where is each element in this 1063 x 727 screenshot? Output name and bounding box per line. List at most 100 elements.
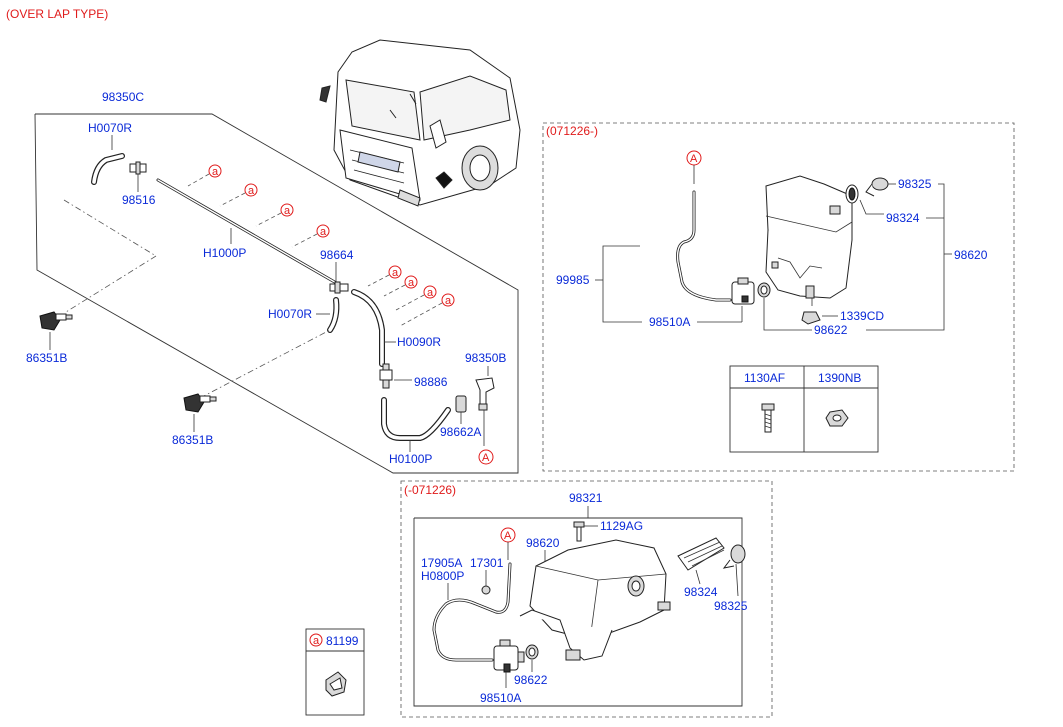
label-99985: 99985: [556, 273, 590, 287]
label-17301: 17301: [470, 556, 504, 570]
period-box-lower: [400, 480, 773, 718]
label-86351b-2: 86351B: [172, 433, 213, 447]
svg-text:A: A: [482, 452, 490, 464]
washer-nozzle-86351b-2: [183, 393, 217, 413]
legend-part-81199: 81199: [326, 634, 359, 648]
connector-98516: [129, 161, 147, 175]
leader-98324-lower: [695, 569, 701, 585]
cap-98325-upper: [865, 177, 889, 197]
label-1339cd: 1339CD: [840, 309, 884, 323]
legend-box: a 81199: [305, 628, 365, 716]
filler-neck-98324-upper: [845, 184, 859, 204]
label-98321: 98321: [569, 491, 603, 505]
label-h0070r-top: H0070R: [88, 121, 132, 135]
check-valve-98886: [379, 363, 393, 389]
svg-text:a: a: [248, 185, 255, 197]
svg-text:a: a: [445, 295, 452, 307]
period-upper: (071226-): [546, 124, 598, 138]
filler-neck-98324-lower: [677, 537, 725, 571]
label-86351b-1: 86351B: [26, 351, 67, 365]
legend-mark: a: [313, 635, 320, 647]
label-98664: 98664: [320, 248, 354, 262]
group-frame-98321: [413, 517, 743, 707]
label-98516: 98516: [122, 193, 156, 207]
label-98886: 98886: [414, 375, 448, 389]
clip-mark-group-2: a a a a: [367, 265, 455, 327]
vehicle-illustration: [319, 39, 521, 207]
centerline-1: [63, 199, 157, 257]
svg-text:a: a: [392, 267, 399, 279]
svg-text:a: a: [320, 226, 327, 238]
bracket-99985: [602, 245, 642, 323]
leader-98324-upper: [859, 199, 884, 215]
connector-mark-a-left: A: [478, 449, 494, 465]
label-98622-upper: 98622: [814, 323, 848, 337]
grommet-98622-lower: [525, 644, 539, 660]
connector-mark-a-lower: A: [500, 527, 516, 543]
group-frame-98350c: [34, 113, 519, 474]
svg-text:A: A: [690, 153, 698, 165]
bolt-1130af: [761, 403, 775, 433]
label-98662a: 98662A: [440, 425, 481, 439]
reservoir-98620-lower: [519, 539, 671, 661]
leader-98622-upper: [763, 298, 812, 331]
hose-h0070r-mid: [327, 297, 340, 333]
label-h0090r: H0090R: [397, 335, 441, 349]
period-lower: (-071226): [404, 483, 456, 497]
hose-99985: [676, 190, 732, 302]
svg-text:a: a: [212, 166, 219, 178]
svg-text:a: a: [284, 205, 291, 217]
bolt-1129ag: [573, 521, 585, 542]
bracket-98620-upper: [866, 183, 945, 331]
label-98510a-upper: 98510A: [649, 315, 690, 329]
variant-title: (OVER LAP TYPE): [6, 7, 108, 21]
label-98325-upper: 98325: [898, 177, 932, 191]
pump-98510a-lower: [493, 639, 525, 673]
connector-mark-a-upper: A: [686, 150, 702, 166]
grommet-98662a: [455, 395, 467, 413]
cap-98325-lower: [722, 544, 746, 569]
table-header-1130af: 1130AF: [744, 371, 785, 385]
label-98325-lower: 98325: [714, 599, 748, 613]
label-17905a: 17905A: [421, 556, 462, 570]
label-98620-upper: 98620: [954, 248, 988, 262]
period-box-upper: [542, 122, 1015, 472]
fastener-table: 1130AF 1390NB: [729, 365, 879, 453]
hose-h0100p: [381, 397, 451, 441]
joint-98664: [329, 281, 349, 294]
label-h0070r-mid: H0070R: [268, 307, 312, 321]
hose-h0070r-top: [91, 153, 125, 185]
reservoir-98620-upper: [765, 175, 853, 299]
svg-text:a: a: [408, 277, 415, 289]
label-1129ag: 1129AG: [600, 519, 643, 533]
clip-81199-icon: [325, 671, 347, 697]
pump-98510a-upper: [731, 277, 755, 305]
centerline-2: [65, 255, 157, 313]
label-98620-lower: 98620: [526, 536, 560, 550]
label-98324-upper: 98324: [886, 211, 920, 225]
hose-h0800p: [432, 562, 512, 662]
label-98350c: 98350C: [102, 90, 144, 104]
hose-h0090r: [351, 289, 385, 367]
hose-h1000p: [156, 178, 347, 290]
label-98622-lower: 98622: [514, 673, 548, 687]
leader-98325-lower: [735, 563, 739, 597]
label-h0800p: H0800P: [421, 569, 464, 583]
label-98324-lower: 98324: [684, 585, 718, 599]
table-header-1390nb: 1390NB: [818, 371, 861, 385]
nozzle-98350b: [475, 377, 495, 411]
clip-mark-group-1: a a a a: [187, 164, 330, 248]
washer-nozzle-86351b-1: [39, 311, 73, 331]
nut-1339cd: [801, 311, 821, 325]
label-h0100p: H0100P: [389, 452, 432, 466]
label-h1000p: H1000P: [203, 246, 246, 260]
svg-text:A: A: [504, 530, 512, 542]
grommet-98622-upper: [757, 282, 771, 298]
svg-text:a: a: [427, 287, 434, 299]
label-98510a-lower: 98510A: [480, 691, 521, 705]
clip-17301: [481, 585, 491, 595]
nut-1390nb: [825, 409, 849, 427]
label-98350b: 98350B: [465, 351, 506, 365]
